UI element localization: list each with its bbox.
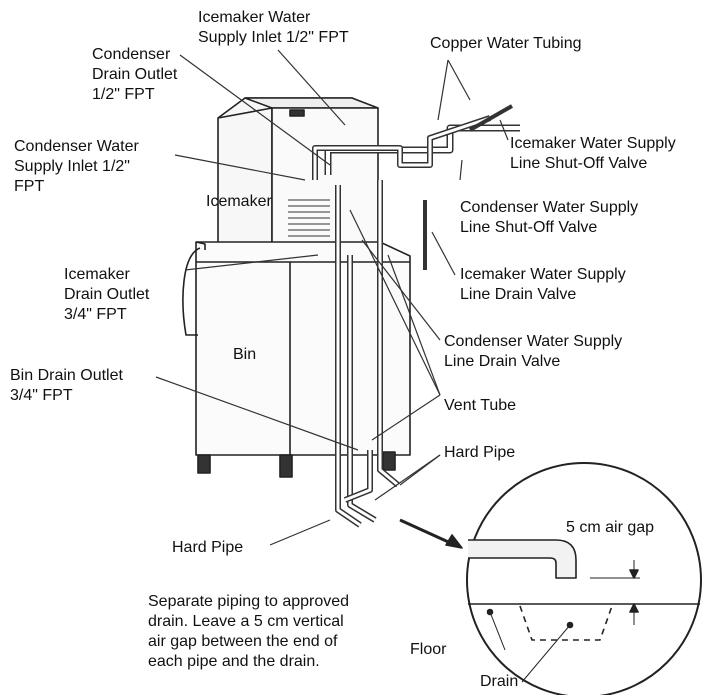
label-line: 3/4" FPT	[10, 387, 73, 404]
label-icemaker-shutoff-valve: Icemaker Water Supply Line Shut-Off Valv…	[510, 134, 676, 174]
label-line: Condenser	[92, 46, 171, 63]
label-line: 1/2" FPT	[92, 86, 155, 103]
label-hard-pipe-right: Hard Pipe	[444, 443, 515, 463]
icemaker-unit	[217, 97, 379, 259]
label-icemaker-drain-outlet: Icemaker Drain Outlet 3/4" FPT	[64, 265, 149, 325]
label-line: Floor	[410, 641, 447, 658]
label-hard-pipe-left: Hard Pipe	[172, 538, 243, 558]
label-vent-tube: Vent Tube	[444, 396, 516, 416]
condenser-grille	[288, 199, 330, 237]
label-line: Hard Pipe	[172, 539, 244, 556]
label-line: Line Drain Valve	[460, 286, 577, 303]
label-line: Hard Pipe	[444, 444, 516, 461]
label-bin: Bin	[233, 345, 256, 365]
label-line: Line Shut-Off Valve	[460, 219, 598, 236]
bin-unit	[182, 241, 411, 478]
label-line: Icemaker Water Supply	[510, 135, 676, 152]
detail-view	[466, 462, 702, 695]
label-condenser-shutoff-valve: Condenser Water Supply Line Shut-Off Val…	[460, 198, 638, 238]
label-icemaker-water-supply-inlet: Icemaker Water Supply Inlet 1/2" FPT	[198, 8, 349, 48]
label-line: Icemaker	[206, 193, 272, 210]
label-line: Condenser Water Supply	[444, 333, 623, 350]
label-icemaker-drain-valve: Icemaker Water Supply Line Drain Valve	[460, 265, 626, 305]
label-copper-water-tubing: Copper Water Tubing	[430, 34, 581, 54]
label-line: Supply Inlet 1/2" FPT	[198, 29, 349, 46]
installation-note: Separate piping to approved drain. Leave…	[148, 592, 349, 672]
detail-arrow	[399, 518, 463, 549]
label-line: air gap between the end of	[148, 633, 338, 650]
label-line: Condenser Water Supply	[460, 199, 639, 216]
label-line: Drain	[480, 673, 519, 690]
label-drain: Drain	[480, 672, 518, 692]
label-line: drain. Leave a 5 cm vertical	[148, 613, 344, 630]
label-floor: Floor	[410, 640, 446, 660]
label-line: Icemaker Water Supply	[460, 266, 626, 283]
label-line: Drain Outlet	[92, 66, 178, 83]
label-line: Icemaker	[64, 266, 130, 283]
label-line: Vent Tube	[444, 397, 517, 414]
leader-lines	[155, 49, 509, 546]
label-line: Separate piping to approved	[148, 593, 350, 610]
label-line: Supply Inlet 1/2"	[14, 158, 130, 175]
label-line: Copper Water Tubing	[430, 35, 582, 52]
label-line: Condenser Water	[14, 138, 139, 155]
label-condenser-drain-outlet: Condenser Drain Outlet 1/2" FPT	[92, 45, 177, 105]
label-line: FPT	[14, 178, 45, 195]
label-line: 5 cm air gap	[566, 519, 655, 536]
label-bin-drain-outlet: Bin Drain Outlet 3/4" FPT	[10, 366, 123, 406]
piping	[312, 104, 520, 528]
label-line: Drain Outlet	[64, 286, 150, 303]
label-line: Line Shut-Off Valve	[510, 155, 648, 172]
label-icemaker: Icemaker	[206, 192, 272, 212]
label-line: Icemaker Water	[198, 9, 311, 26]
label-line: each pipe and the drain.	[148, 653, 320, 670]
label-line: Bin	[233, 346, 257, 363]
label-line: Line Drain Valve	[444, 353, 561, 370]
label-line: 3/4" FPT	[64, 306, 127, 323]
label-condenser-drain-valve: Condenser Water Supply Line Drain Valve	[444, 332, 622, 372]
label-condenser-water-supply-inlet: Condenser Water Supply Inlet 1/2" FPT	[14, 137, 139, 197]
label-air-gap: 5 cm air gap	[566, 518, 654, 538]
label-line: Bin Drain Outlet	[10, 367, 123, 384]
